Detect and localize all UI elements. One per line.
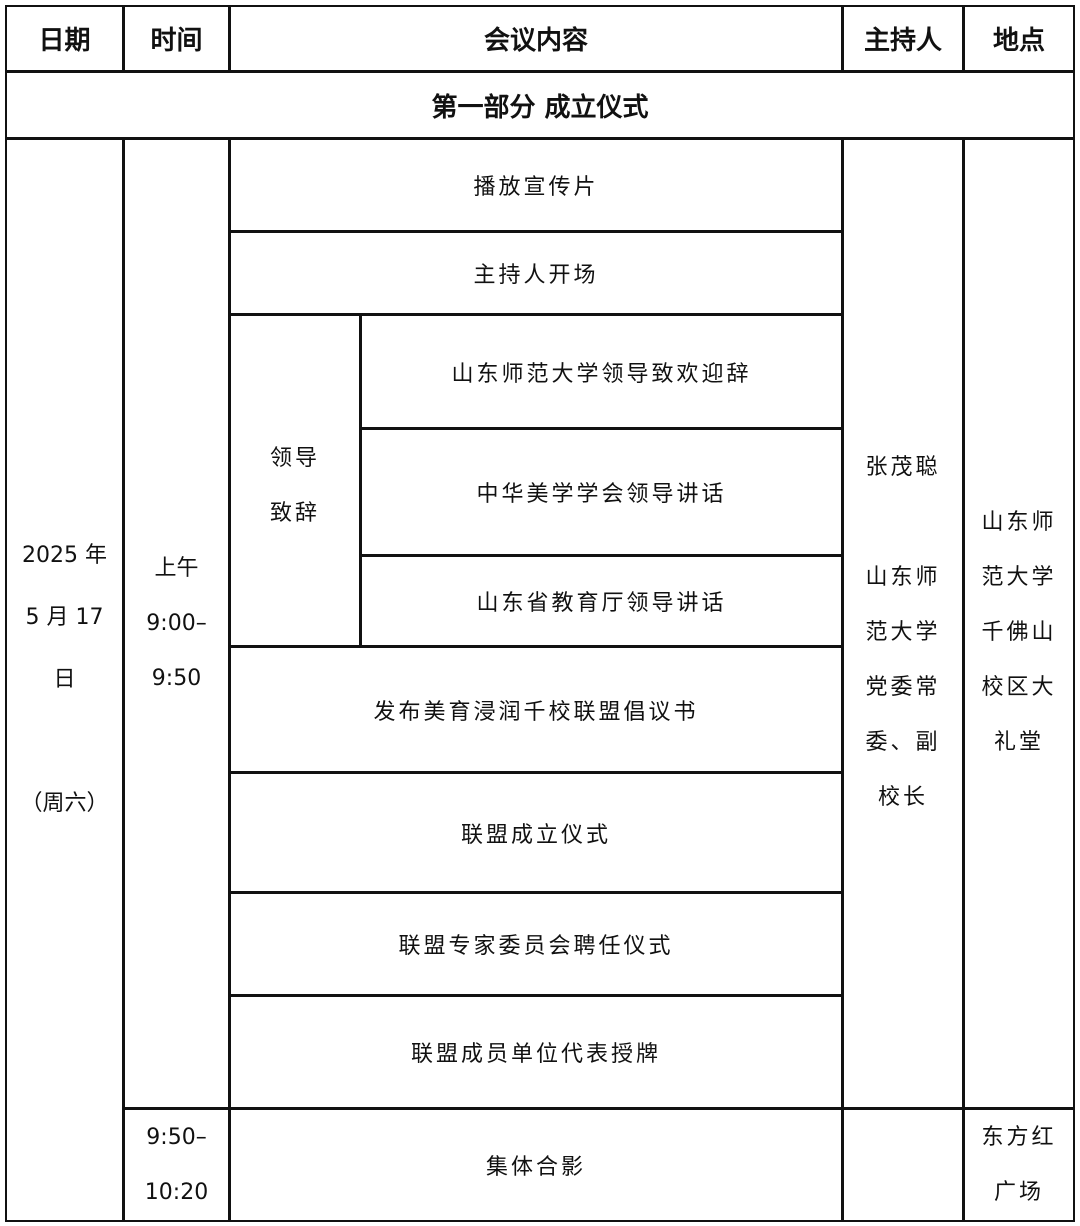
header-time: 时间 — [123, 5, 230, 72]
agenda-item: 联盟成员单位代表授牌 — [229, 995, 843, 1109]
date-cell: 2025 年 5 月 17 日 （周六） — [5, 138, 124, 1222]
header-date: 日期 — [5, 5, 124, 72]
agenda-item: 集体合影 — [229, 1108, 843, 1222]
place-cell: 东方红 广场 — [963, 1108, 1075, 1222]
leader-group-label: 领导 致辞 — [229, 314, 361, 647]
host-cell-empty — [842, 1108, 964, 1222]
leader-speech: 中华美学学会领导讲话 — [360, 428, 843, 556]
host-cell: 张茂聪 山东师 范大学 党委常 委、副 校长 — [842, 138, 964, 1109]
time-slot-2: 9:50– 10:20 — [123, 1108, 230, 1222]
leader-speech: 山东省教育厅领导讲话 — [360, 555, 843, 647]
agenda-item: 联盟成立仪式 — [229, 772, 843, 893]
header-host: 主持人 — [842, 5, 964, 72]
place-cell: 山东师 范大学 千佛山 校区大 礼堂 — [963, 138, 1075, 1109]
header-content: 会议内容 — [229, 5, 843, 72]
leader-speech: 山东师范大学领导致欢迎辞 — [360, 314, 843, 429]
header-place: 地点 — [963, 5, 1075, 72]
agenda-item: 联盟专家委员会聘任仪式 — [229, 892, 843, 996]
agenda-item: 发布美育浸润千校联盟倡议书 — [229, 646, 843, 773]
agenda-item: 播放宣传片 — [229, 138, 843, 232]
agenda-item: 主持人开场 — [229, 231, 843, 315]
section-title: 第一部分 成立仪式 — [5, 71, 1075, 139]
time-slot-1: 上午 9:00– 9:50 — [123, 138, 230, 1109]
